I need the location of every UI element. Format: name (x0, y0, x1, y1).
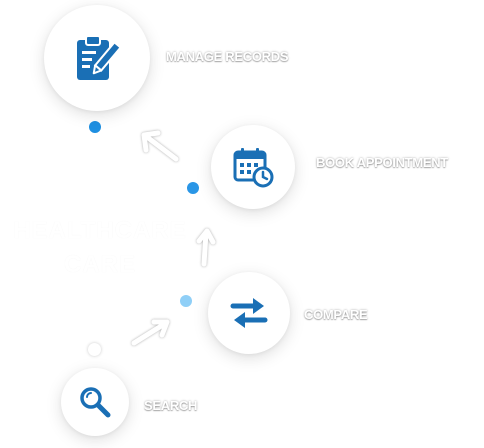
search-label: SEARCH (144, 398, 198, 413)
search-button[interactable] (61, 368, 129, 436)
calendar-clock-icon (231, 145, 275, 189)
watermark-line-2: CARE (63, 251, 136, 278)
compare-button[interactable] (208, 272, 290, 354)
arrow-search-to-compare (131, 320, 169, 346)
step-dot-book (187, 182, 199, 194)
arrow-book-to-manage (144, 134, 179, 162)
manage-records-button[interactable] (44, 5, 150, 111)
step-dot-compare (180, 295, 192, 307)
clipboard-edit-icon (70, 31, 124, 85)
watermark-text: HEALTHCARE CARE (0, 214, 200, 282)
book-appointment-button[interactable] (211, 125, 295, 209)
book-appointment-label: BOOK APPOINTMENT (316, 155, 448, 170)
step-dot-manage (89, 121, 101, 133)
step-dot-search (88, 343, 101, 356)
magnifier-icon (78, 385, 112, 419)
manage-records-label: MANAGE RECORDS (166, 49, 289, 64)
swap-arrows-icon (229, 293, 269, 333)
watermark-line-1: HEALTHCARE (13, 217, 187, 244)
arrow-compare-to-book (201, 230, 209, 267)
compare-label: COMPARE (304, 307, 368, 322)
